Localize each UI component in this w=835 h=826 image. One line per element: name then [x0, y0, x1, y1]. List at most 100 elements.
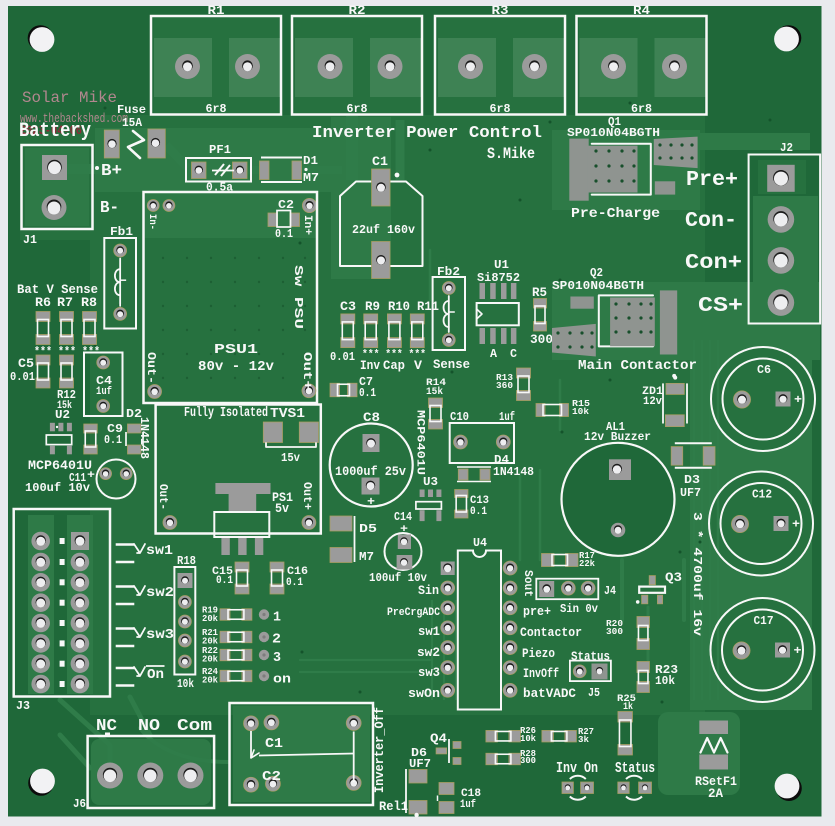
svg-text:C2: C2 [278, 198, 294, 212]
svg-text:Com: Com [177, 717, 212, 736]
svg-text:sw3: sw3 [146, 627, 174, 643]
svg-text:R5: R5 [532, 285, 547, 300]
svg-text:Out-: Out- [144, 352, 158, 384]
svg-text:Cap: Cap [383, 358, 405, 373]
svg-text:R13: R13 [496, 372, 513, 383]
svg-text:PF1: PF1 [209, 143, 231, 157]
svg-text:Q1: Q1 [608, 115, 621, 129]
svg-text:20k: 20k [202, 613, 218, 624]
svg-text:0.01: 0.01 [10, 370, 35, 384]
svg-text:2: 2 [272, 632, 281, 648]
svg-text:1: 1 [273, 610, 281, 626]
svg-text:Bat V Sense: Bat V Sense [17, 282, 98, 297]
svg-text:PreCrgADC: PreCrgADC [387, 607, 440, 619]
svg-text:Con-: Con- [685, 210, 737, 233]
svg-text:6r8: 6r8 [347, 102, 368, 116]
svg-text:3k: 3k [578, 734, 589, 745]
svg-text:Q2: Q2 [590, 266, 603, 280]
svg-text:Sout: Sout [521, 570, 535, 597]
svg-text:D2: D2 [126, 407, 142, 421]
svg-text:15v: 15v [281, 451, 300, 465]
svg-text:NO: NO [138, 717, 160, 736]
svg-text:Fb1: Fb1 [110, 225, 133, 239]
svg-text:Inv: Inv [360, 358, 380, 373]
svg-text:300: 300 [530, 332, 553, 347]
svg-text:UF7: UF7 [680, 486, 701, 500]
svg-text:C13: C13 [470, 495, 489, 507]
svg-text:U1: U1 [494, 258, 509, 272]
svg-text:SP010N04BGTH: SP010N04BGTH [567, 126, 660, 140]
svg-text:PS1: PS1 [272, 490, 293, 505]
svg-text:R6: R6 [35, 295, 51, 310]
svg-text:6r8: 6r8 [631, 102, 652, 116]
svg-text:Contactor: Contactor [520, 625, 582, 640]
svg-text:C4: C4 [96, 374, 112, 388]
svg-text:C16: C16 [287, 566, 308, 578]
svg-text:CS+: CS+ [698, 295, 743, 318]
svg-text:Sense: Sense [433, 357, 470, 372]
svg-text:6r8: 6r8 [490, 102, 511, 116]
svg-text:C18: C18 [461, 788, 481, 800]
svg-text:Sin: Sin [418, 583, 439, 598]
svg-text:0.1: 0.1 [359, 386, 376, 400]
svg-text:pre+: pre+ [523, 604, 551, 619]
svg-text:R23: R23 [655, 664, 678, 677]
svg-text:360: 360 [496, 380, 513, 391]
svg-text:Status: Status [571, 649, 610, 664]
svg-text:22uf 160v: 22uf 160v [352, 223, 415, 237]
svg-text:C10: C10 [450, 410, 469, 424]
svg-text:In+: In+ [301, 215, 313, 235]
svg-text:R9: R9 [365, 299, 380, 314]
svg-text:D6: D6 [411, 746, 427, 760]
svg-text:C3: C3 [340, 299, 356, 314]
svg-text:+: + [792, 518, 800, 532]
svg-text:SP010N04BGTH: SP010N04BGTH [552, 279, 644, 293]
svg-text:J5: J5 [588, 686, 600, 700]
svg-text:U3: U3 [423, 475, 438, 489]
svg-text:C15: C15 [212, 566, 233, 578]
svg-text:10k: 10k [655, 675, 675, 688]
svg-text:300: 300 [606, 626, 623, 637]
svg-text:sw2: sw2 [146, 585, 174, 601]
svg-text:22k: 22k [579, 558, 595, 569]
svg-text:J2: J2 [780, 141, 793, 155]
svg-text:0.01: 0.01 [330, 350, 355, 364]
svg-text:1uf: 1uf [499, 410, 515, 424]
svg-text:15k: 15k [426, 386, 443, 398]
svg-text:C17: C17 [754, 614, 774, 628]
svg-text:J3: J3 [16, 699, 30, 713]
svg-text:6r8: 6r8 [206, 102, 227, 116]
svg-text:1uf: 1uf [96, 386, 112, 398]
svg-text:R17: R17 [579, 550, 595, 561]
svg-text:Pre-Charge: Pre-Charge [571, 206, 660, 222]
svg-text:+: + [794, 644, 802, 658]
svg-text:R25: R25 [617, 694, 636, 705]
svg-text:3 * 4700uf 16v: 3 * 4700uf 16v [690, 512, 704, 636]
svg-text:Out-: Out- [156, 484, 170, 510]
svg-text:20k: 20k [202, 675, 218, 686]
svg-text:5v: 5v [275, 501, 289, 516]
svg-text:C5: C5 [18, 356, 34, 371]
svg-text:D5: D5 [359, 522, 377, 536]
svg-text:+: + [87, 470, 95, 482]
svg-text:sw1: sw1 [418, 624, 440, 639]
svg-text:Inverter_Off: Inverter_Off [373, 707, 387, 793]
svg-text:+: + [400, 524, 408, 536]
svg-text:S.Mike: S.Mike [487, 145, 535, 163]
svg-text:0.1: 0.1 [275, 227, 293, 241]
svg-text:InvOff: InvOff [523, 666, 559, 681]
svg-text:R27: R27 [578, 726, 594, 737]
svg-text:1k: 1k [623, 701, 633, 713]
svg-text:C11: C11 [69, 471, 86, 485]
svg-text:Battery: Battery [19, 120, 91, 143]
svg-text:J1: J1 [23, 233, 37, 247]
svg-text:C14: C14 [394, 510, 412, 524]
svg-text:Si8752: Si8752 [477, 271, 520, 285]
svg-text:V: V [414, 358, 422, 373]
svg-text:Out+: Out+ [300, 352, 314, 390]
svg-text:Solar Mike: Solar Mike [22, 89, 117, 107]
svg-text:www.thebackshed.com: www.thebackshed.com [20, 111, 128, 126]
svg-text:Rel1: Rel1 [379, 799, 408, 814]
svg-text:R3: R3 [492, 3, 509, 18]
svg-text:R12: R12 [57, 388, 76, 402]
